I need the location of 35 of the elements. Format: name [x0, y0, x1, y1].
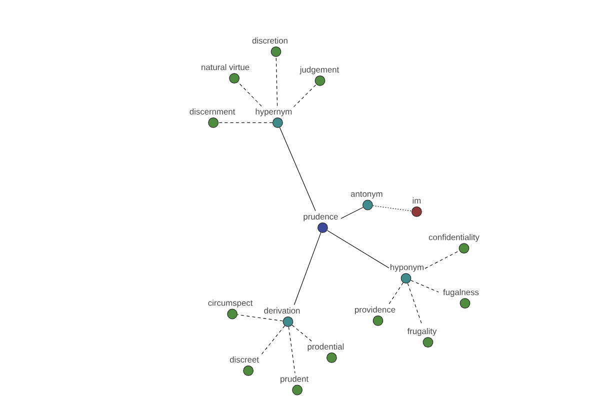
node-label: judgement: [300, 66, 340, 74]
connector-line: [237, 314, 284, 322]
node-label: prodential: [308, 343, 344, 352]
node-label: discreet: [230, 356, 259, 363]
connector-line: [326, 230, 390, 268]
node-label: derivation: [264, 307, 300, 314]
node-label: discernment: [190, 108, 236, 115]
connector-line: [292, 324, 312, 342]
connector-line: [276, 56, 278, 106]
node-label: fugalness: [443, 289, 479, 297]
connector-line: [218, 122, 273, 123]
connector-line: [388, 282, 404, 304]
connector-line: [261, 325, 286, 354]
node-label: prudent: [280, 376, 308, 384]
node-label: providence: [355, 306, 396, 314]
node-label: hypernym: [256, 108, 292, 116]
node-label: circumspect: [208, 300, 253, 308]
connector-line: [279, 127, 316, 212]
connector-line: [340, 207, 364, 219]
node-label: antonym: [350, 191, 382, 199]
connector-line: [424, 250, 460, 269]
connector-line: [288, 326, 296, 374]
connector-line: [407, 282, 423, 326]
connector-line: [410, 280, 439, 292]
node-label: natural virtue: [202, 64, 250, 70]
connector-line: [238, 82, 262, 106]
node-label: discretion: [252, 37, 288, 44]
node-label: im: [412, 197, 421, 204]
connector-line: [294, 232, 322, 306]
node-label: confidentiality: [428, 234, 480, 242]
node-label: frugality: [407, 328, 437, 336]
connector-line: [372, 205, 412, 212]
connector-line: [293, 84, 317, 108]
node-label: prudence: [304, 213, 338, 222]
node-label: hyponym: [390, 264, 424, 272]
